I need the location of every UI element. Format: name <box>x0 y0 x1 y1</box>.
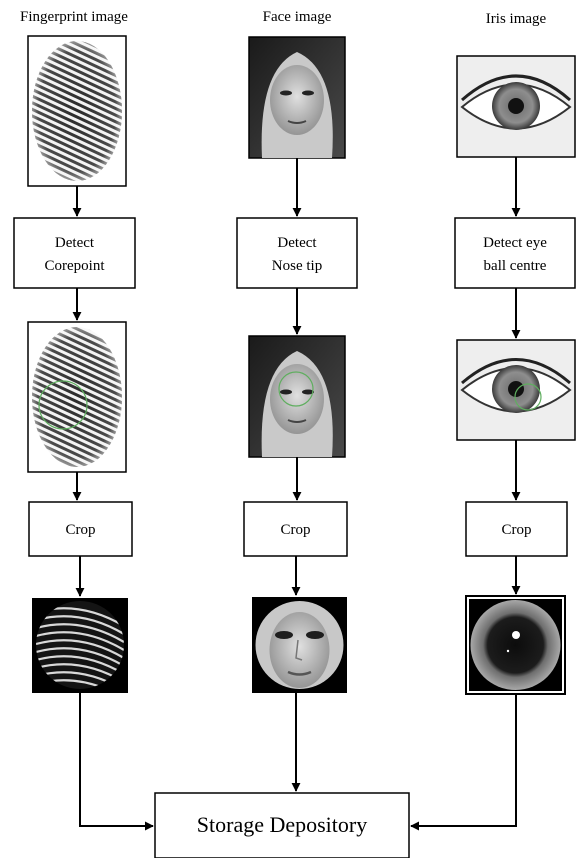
face-source-image <box>249 37 345 158</box>
iris-crop-box: Crop <box>466 502 567 556</box>
face-crop-box: Crop <box>244 502 347 556</box>
face-column-title: Face image <box>263 9 332 25</box>
detect-eyeball-centre-box: Detect eye ball centre <box>455 218 575 288</box>
fingerprint-crop-box: Crop <box>29 502 132 556</box>
iris-crop-label: Crop <box>502 522 532 538</box>
storage-depository-label: Storage Depository <box>197 812 367 837</box>
detect-nose-tip-line1: Detect <box>277 235 317 251</box>
fingerprint-source-image <box>28 36 126 186</box>
face-cropped-image <box>252 597 347 693</box>
fingerprint-corepoint-image <box>28 322 126 472</box>
fingerprint-cropped-image <box>32 598 128 698</box>
detect-eyeball-centre-line2: ball centre <box>484 258 547 274</box>
detect-corepoint-line1: Detect <box>55 235 95 251</box>
iris-cropped-image <box>466 596 565 694</box>
fingerprint-column-title: Fingerprint image <box>20 9 128 25</box>
detect-eyeball-centre-line1: Detect eye <box>483 235 547 251</box>
iris-eyeball-centre-image <box>457 340 575 440</box>
fingerprint-crop-label: Crop <box>66 522 96 538</box>
arrow-iris-cropped-to-storage <box>411 694 516 826</box>
arrow-fp-cropped-to-storage <box>80 693 153 826</box>
detect-nose-tip-line2: Nose tip <box>272 258 322 274</box>
iris-source-image <box>457 56 575 157</box>
storage-depository-box: Storage Depository <box>155 793 409 858</box>
iris-column-title: Iris image <box>486 11 547 27</box>
detect-corepoint-line2: Corepoint <box>45 258 106 274</box>
face-crop-label: Crop <box>281 522 311 538</box>
detect-nose-tip-box: Detect Nose tip <box>237 218 357 288</box>
detect-corepoint-box: Detect Corepoint <box>14 218 135 288</box>
face-nose-tip-image <box>249 336 345 457</box>
